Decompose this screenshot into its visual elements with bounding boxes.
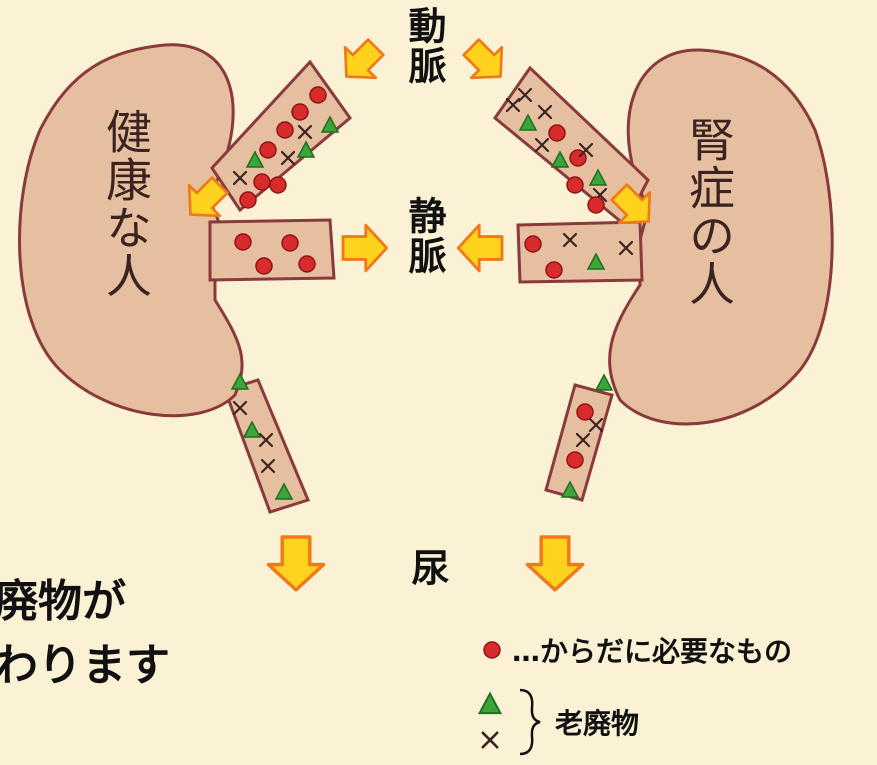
arrow-artery-left bbox=[329, 30, 393, 94]
arrow-artery-right bbox=[454, 30, 518, 94]
arrow-urine-right bbox=[525, 535, 585, 592]
healthy-person-label: 健康な人 bbox=[99, 108, 153, 300]
legend-necessary-label: からだに必要なもの bbox=[540, 635, 793, 668]
artery-label: 動脈 bbox=[402, 6, 446, 86]
legend-necessary: …からだに必要なもの bbox=[512, 630, 792, 670]
legend-graphics bbox=[478, 641, 541, 756]
arrow-vein-right bbox=[456, 223, 504, 273]
arrow-vein-left bbox=[341, 223, 389, 273]
necessary-dot-icon bbox=[483, 641, 501, 659]
waste-triangle-icon bbox=[478, 692, 502, 715]
waste-cross-icon bbox=[481, 731, 499, 749]
arrow-urine-left bbox=[266, 535, 326, 592]
caption-line-2: わります bbox=[0, 640, 170, 691]
waste-brace bbox=[519, 688, 541, 756]
vein-label: 静脈 bbox=[402, 196, 446, 276]
flow-arrows bbox=[173, 30, 666, 592]
kidney-patient-label: 腎症の人 bbox=[682, 116, 736, 308]
caption-line-1: 廃物が bbox=[0, 576, 126, 627]
legend-waste-label: 老廃物 bbox=[555, 707, 640, 740]
legend-dots: … bbox=[512, 635, 540, 668]
diseased-kidney bbox=[492, 48, 834, 502]
urine-label: 尿 bbox=[405, 548, 449, 588]
